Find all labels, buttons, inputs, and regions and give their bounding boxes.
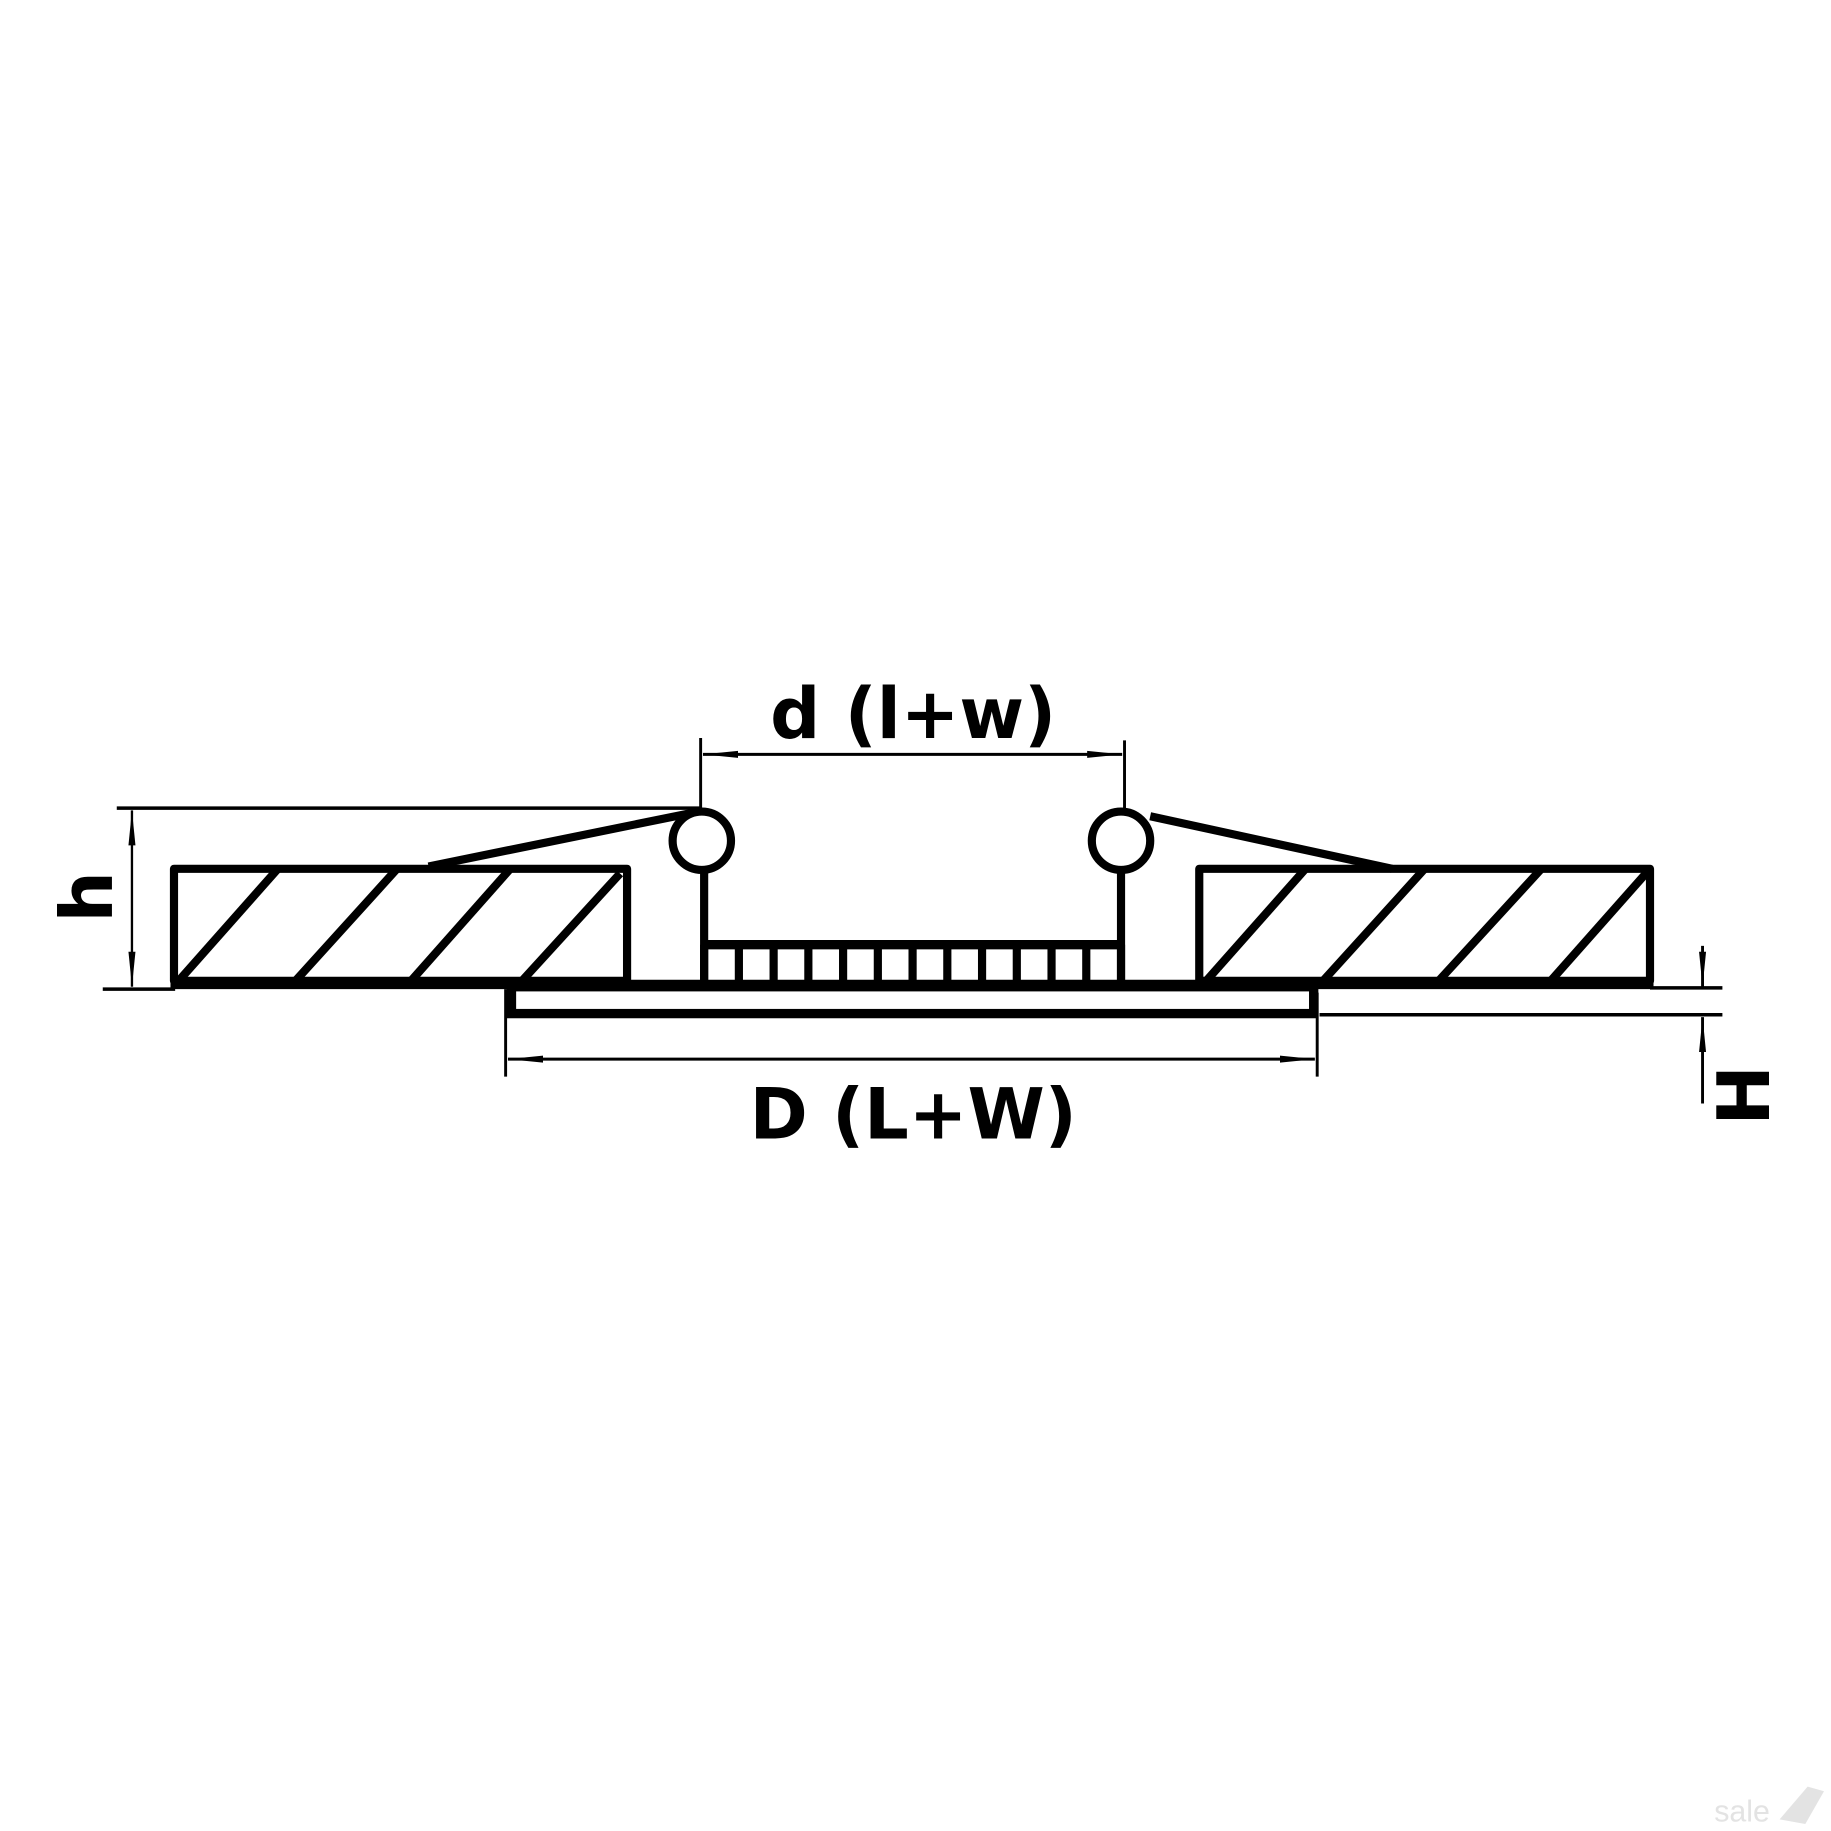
watermark-text: sale <box>1714 1796 1770 1829</box>
height-dimension <box>102 806 701 991</box>
outer-dimension-label: D (L+W) <box>750 1074 1077 1156</box>
left-spring-circle <box>668 807 736 875</box>
inner-dimension <box>699 738 1126 809</box>
left-housing <box>169 807 700 985</box>
spring-clips <box>668 807 1155 981</box>
bezel-plate <box>506 982 1723 1019</box>
flange-height-label: H <box>1703 1065 1787 1126</box>
right-housing <box>1149 812 1655 985</box>
outer-dimension <box>504 989 1319 1077</box>
right-spring-circle <box>1087 807 1155 875</box>
diffuser-grille <box>700 940 1126 984</box>
watermark-logo: sale <box>1714 1786 1824 1829</box>
tag-icon <box>1779 1786 1824 1824</box>
inner-dimension-label: d (l+w) <box>770 673 1056 755</box>
height-label: h <box>46 871 130 923</box>
